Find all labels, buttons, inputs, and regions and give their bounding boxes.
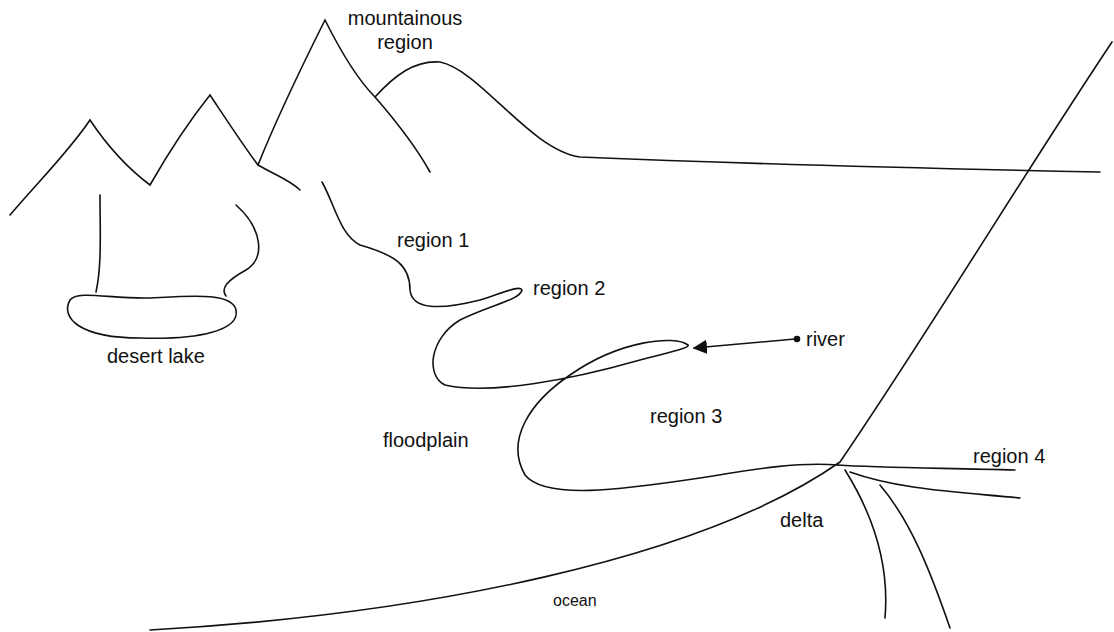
- lake-stream: [224, 205, 259, 296]
- region-label: floodplain: [383, 428, 469, 452]
- region-label: ocean: [553, 589, 597, 613]
- region-label: region 2: [533, 276, 605, 300]
- delta-branch: [880, 485, 950, 628]
- region-label: desert lake: [107, 344, 205, 368]
- river-line: [322, 182, 838, 490]
- lake-stream: [96, 195, 100, 292]
- region-label: delta: [780, 508, 823, 532]
- delta-branch: [845, 470, 886, 618]
- delta-branch: [850, 472, 1020, 498]
- leader-arrow: [694, 339, 795, 348]
- desert-lake: [68, 295, 237, 338]
- region-label: river: [806, 327, 845, 351]
- coastline: [150, 42, 1112, 630]
- region-label: region 3: [650, 404, 722, 428]
- mountain-outline: [10, 20, 1100, 215]
- region-label: region 4: [973, 444, 1045, 468]
- ridge-line: [375, 97, 430, 172]
- region-label: mountainous region: [340, 6, 470, 54]
- ridge-line: [258, 165, 300, 190]
- region-label: region 1: [397, 228, 469, 252]
